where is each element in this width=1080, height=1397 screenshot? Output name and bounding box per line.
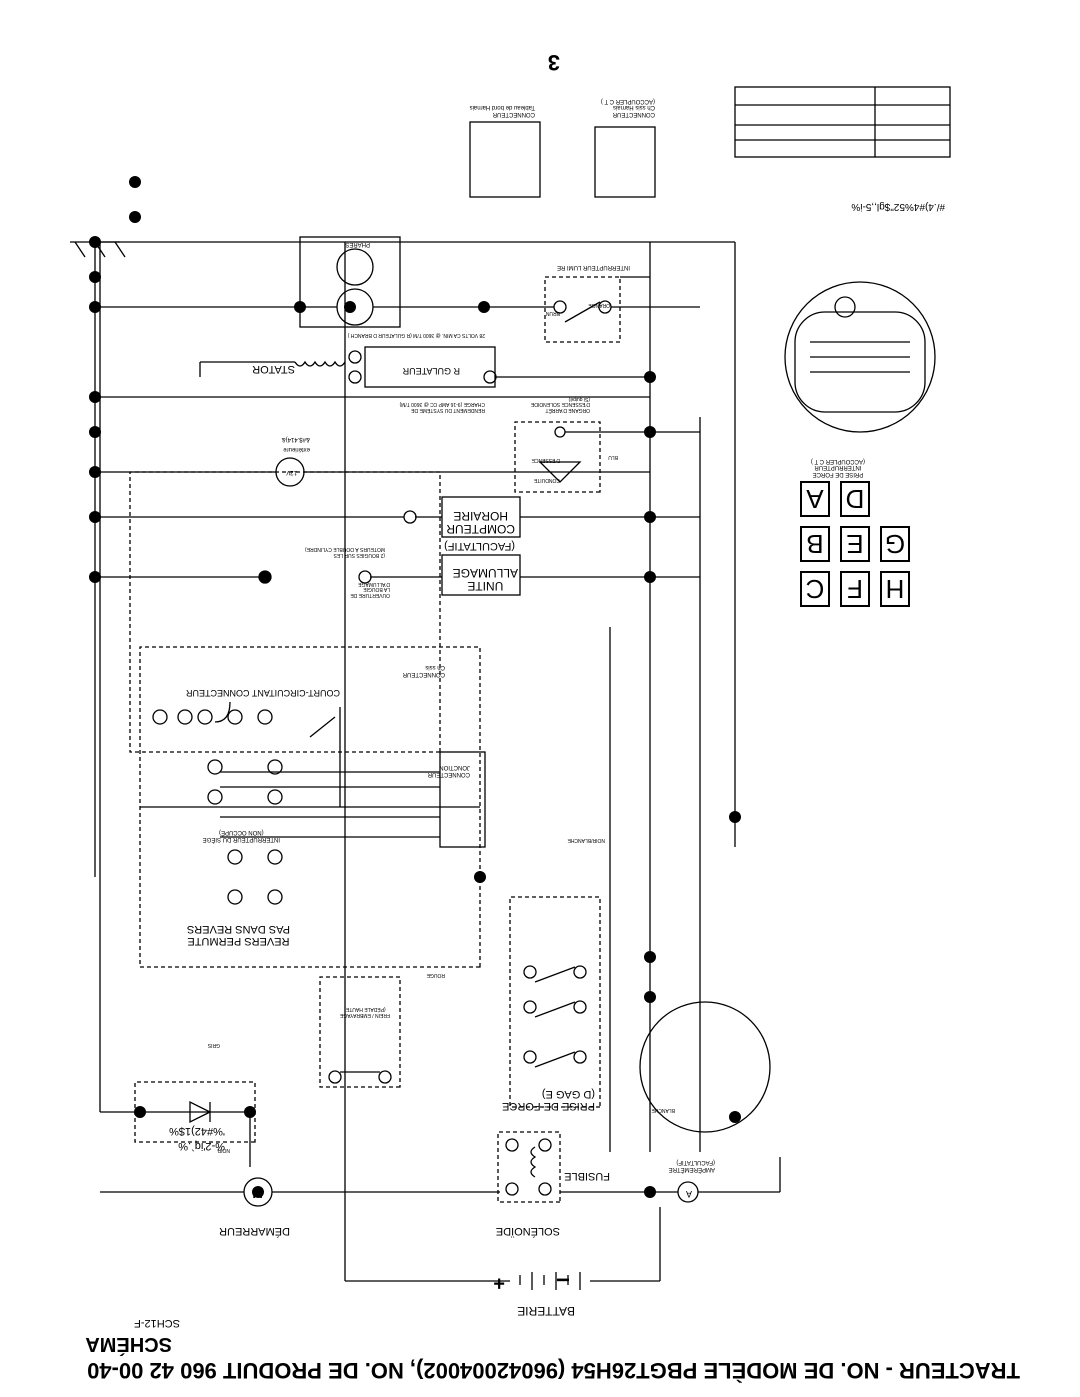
wire-rouge-1: ROUGE [426,972,445,978]
optional-scrambled-label: &#$.414)& [281,436,310,442]
legend-cell-d: D [840,481,870,517]
pto-switch-label: PRISE DE FORCE (D GAG E) [502,1087,595,1112]
stator-label: STATOR [252,363,295,375]
ignition-label: UNITE ALLUMAGE [452,566,518,593]
brake-clutch-label: FREIN / EMBRAYAGE (PÉDALE HAUTE) [339,1006,390,1019]
short-circuit-label: COURT-CIRCUITANT CONNECTEUR [185,688,340,698]
harness-title: CONNECTEUR Tableau de bord Harnais [469,104,535,117]
headlights-label: PHARES [345,241,370,247]
ammeter-symbol: A [685,1189,692,1199]
legend-cell-g: G [880,526,910,562]
page-title: TRACTEUR - NO. DE MODÈLE PBGT26H54 (9604… [87,1358,1020,1383]
solenoid-label: SOLÉNOÏDE [495,1225,560,1237]
chassis-title: CONNECTEUR Ch ssis Harnais (ACCOUPLER C … [600,97,655,117]
junction-label: CONNECTEUR JONCTION [427,764,470,777]
optional-exterior-label: extérieure [283,446,310,452]
legend-pto-label: PRISE DE FORCE INTERRUPTEUR (ACCOUPLER C… [810,457,865,477]
chassis-connector-label: CONNECTEUR Ch ssis [402,664,445,677]
regulator-label: R GULATEUR [402,366,460,376]
legend-cell-f: F [840,571,870,607]
optional-12v-label: 12V [286,469,297,475]
optional-label: (FACULTATIF) [444,540,515,552]
wire-blu-1: BLU [608,454,618,460]
conduit-label: CONDUITE [533,477,560,483]
fuse-label: FUSIBLE [564,1170,610,1182]
spark-plug-label: OUVERTURE DE LA BOUGIE D'ALLUMAGE [350,581,390,598]
charge-note: RENDEMENT DU SYSTÈME DE CHARGE (9-16 AMP… [399,401,485,414]
starter-label: DÉMARREUR [219,1225,290,1237]
volts-note: 28 VOLTS CA MIN. @ 3600 T/M (R GULATEUR … [347,332,485,338]
wire-noir-1: NOIR [217,1147,231,1153]
key-table-header: #/.4)#4%52"$gl,,5-i% [851,201,945,212]
hour-meter-label: COMPTEUR HORAIRE [446,509,515,536]
battery-minus: − [555,1266,570,1293]
legend-cell-a: A [800,481,830,517]
wire-brun-1: BRUN [545,310,560,316]
wire-orange-1: ORANGE [588,302,610,308]
page-subtitle: SCHÉMA [85,1333,172,1355]
seat-switch-label: INTERRUPTEUR DU SIÈGE (NON OCCUPÉ) [202,829,280,842]
battery-plus: + [493,1272,505,1294]
legend-cell-b: B [800,526,830,562]
wire-gris-1: GRIS [207,1042,220,1048]
light-switch-label: INTERRUPTEUR LUMI RE [556,264,630,270]
fuel-solenoid-short: D'ESSENCE [531,457,560,463]
legend-cell-h: H [880,571,910,607]
wire-blanche-1: BLANCHE [651,1107,675,1113]
fuel-solenoid-label: ORGANE D'ARRÊT D'ESSENCE SOLENOIDE (Si q… [530,396,590,413]
twin-engine-note: (2 BOUGIES SUR LES MOTEURS À DOUBLE CYLI… [304,546,385,559]
wire-noir-blanche-1: NOIR/BLANCHE [567,837,605,843]
legend-cell-c: C [800,571,830,607]
legend-cell-e: E [840,526,870,562]
ammeter-label: AMPÈREMÈTRE (FACULTATIF) [668,1159,715,1172]
page-number: 3 [547,50,560,75]
part-number: SCH12-F [134,1317,180,1329]
diode-label-2: '%#42)1$% [169,1125,225,1137]
reverse-switch-label: REVERS PERMUTE PAS DANS REVERS [186,922,290,947]
battery-label: BATTERIE [517,1304,575,1318]
starter-symbol: M [252,1186,263,1201]
